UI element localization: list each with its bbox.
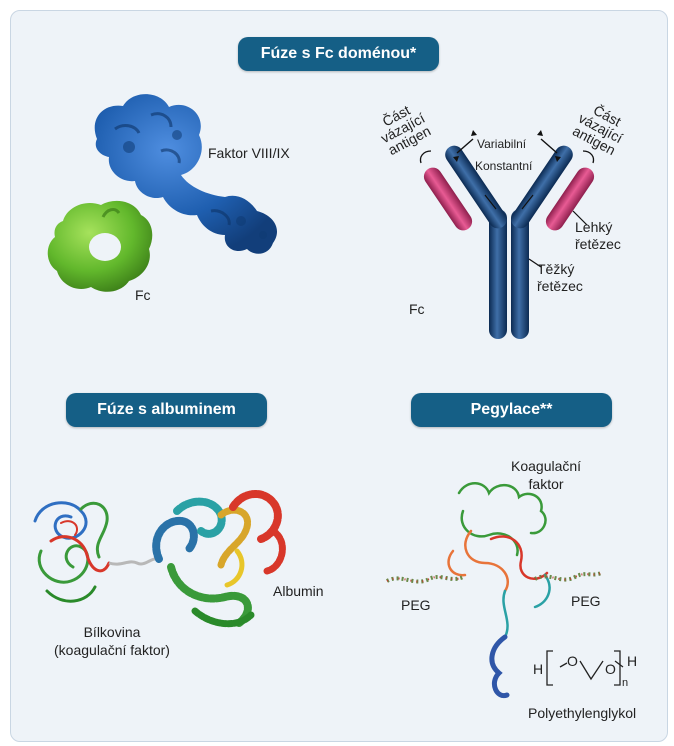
pegylation-illustration (386, 482, 624, 699)
label-protein-coagulation-factor: Bílkovina (koagulační faktor) (54, 624, 170, 658)
formula-h-right: H (627, 653, 638, 669)
label-coagulation-factor: Koagulační faktor (511, 458, 582, 492)
label-polyethylenglykol: Polyethylenglykol (528, 705, 637, 721)
formula-o-left: O (567, 653, 578, 669)
heavy-chain-arm-left (445, 145, 507, 229)
linker (108, 557, 160, 566)
fc-fusion-protein-illustration (47, 94, 278, 292)
light-chain-left (423, 167, 473, 231)
label-constant-region: Konstantní (475, 159, 533, 173)
heavy-chain-arm-right (511, 145, 573, 229)
coagulation-factor-ribbon (33, 501, 111, 603)
label-light-chain: Lehký řetězec (575, 219, 621, 252)
title-pegylation: Pegylace** (411, 393, 612, 427)
heavy-chain-stem-left (489, 209, 507, 339)
heavy-chain-stem-right (511, 209, 529, 339)
albumin-fusion-illustration (33, 490, 286, 628)
antibody-schematic (419, 130, 595, 339)
figure-panel: Fúze s Fc doménou* Fúze s albuminem Pegy… (10, 10, 668, 742)
formula-subscript-n: n (622, 677, 629, 689)
label-peg-left: PEG (401, 597, 431, 613)
formula-o-right: O (605, 661, 616, 677)
label-albumin: Albumin (273, 583, 324, 599)
title-albumin-fusion: Fúze s albuminem (66, 393, 267, 427)
formula-h-left: H (533, 661, 544, 677)
label-factor-viii-ix: Faktor VIII/IX (208, 145, 290, 161)
label-variable-region: Variabilní (477, 137, 527, 151)
title-fc-fusion: Fúze s Fc doménou* (238, 37, 439, 71)
label-heavy-chain: Těžký řetězec (537, 261, 583, 294)
light-chain-right (545, 167, 595, 231)
peg-structural-formula (546, 650, 624, 686)
albumin-ribbon (152, 490, 286, 628)
label-fc-antibody: Fc (409, 301, 425, 317)
label-fc-left: Fc (135, 287, 151, 303)
label-peg-right: PEG (571, 593, 601, 609)
factor-viii-ix-surface (94, 94, 278, 254)
